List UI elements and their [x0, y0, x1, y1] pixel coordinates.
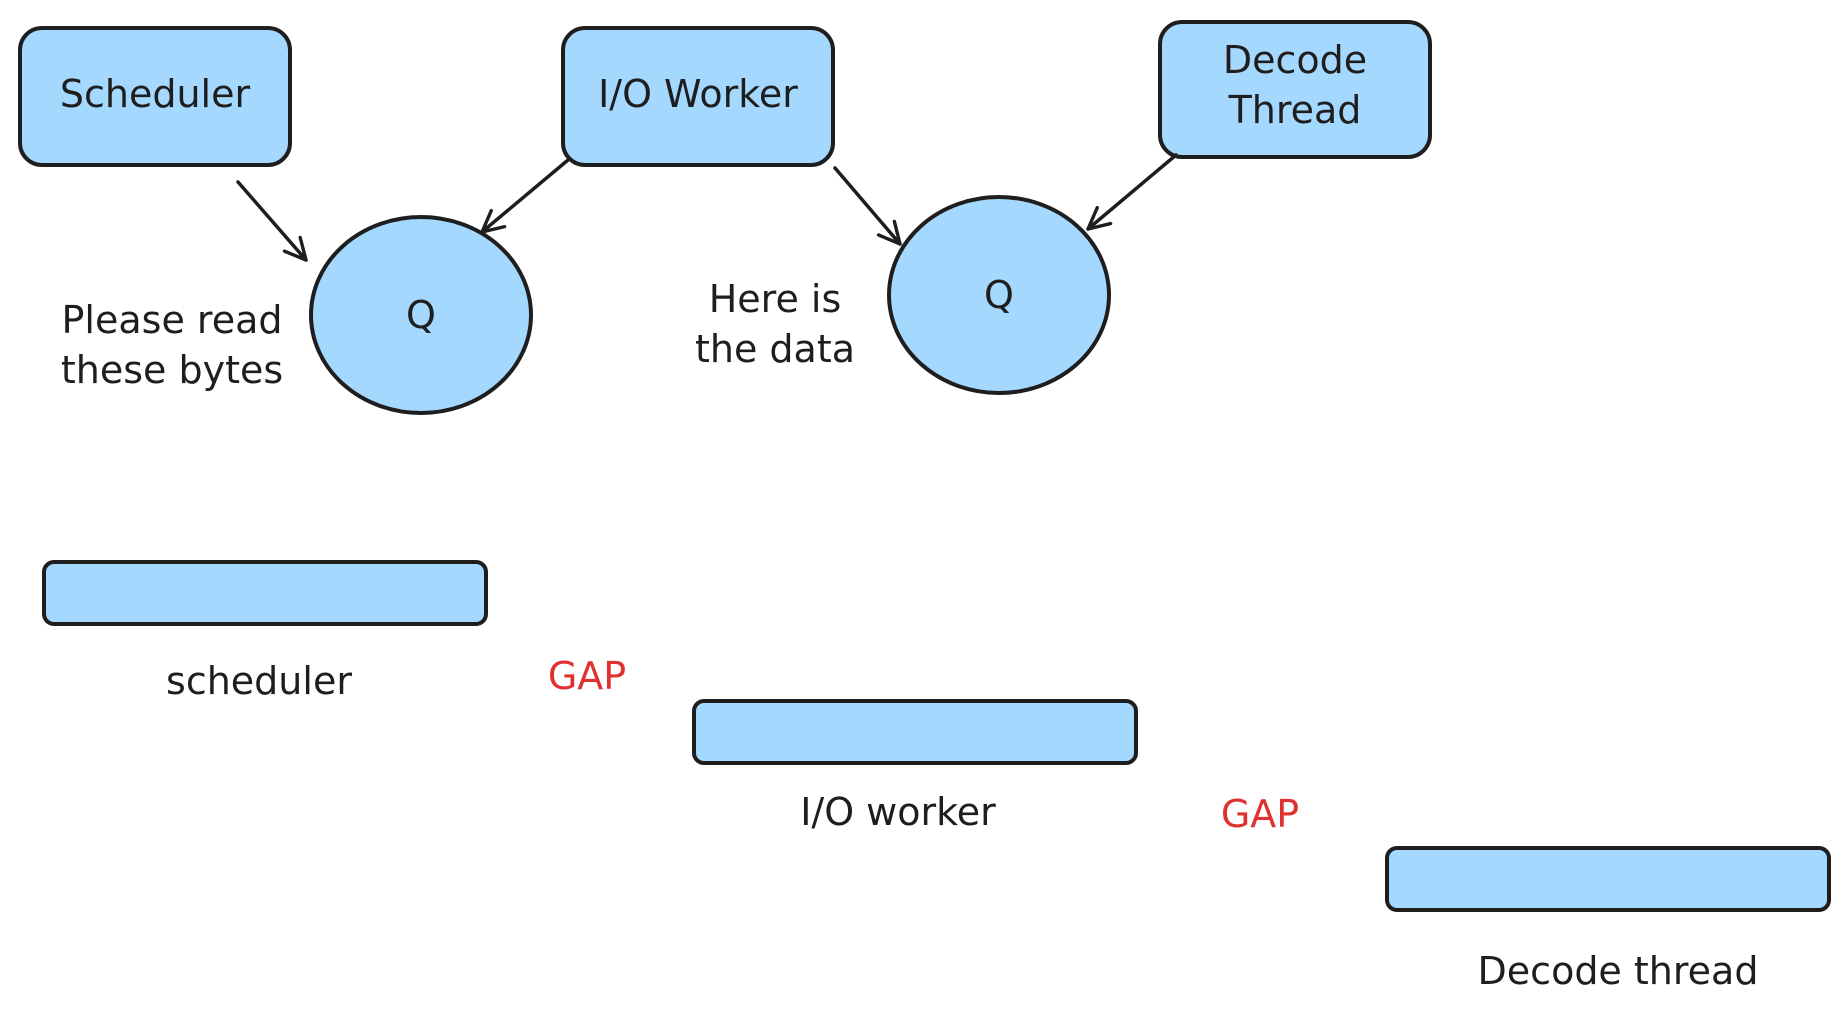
arrow-scheduler-to-request-queue — [236, 180, 308, 262]
request-queue-label: Q — [406, 293, 436, 337]
timeline-decode-thread: Decode thread — [1385, 846, 1831, 993]
request-queue: Q — [309, 215, 533, 415]
response-queue-label: Q — [984, 273, 1014, 317]
timeline-scheduler: scheduler — [42, 560, 488, 703]
decode-thread-box: Decode Thread — [1158, 20, 1432, 159]
timeline-scheduler-label: scheduler — [166, 659, 352, 703]
response-annotation-line1: Here is — [709, 277, 842, 321]
timeline-io-worker-label: I/O worker — [800, 790, 996, 834]
timeline-io-worker: I/O worker — [692, 699, 1138, 834]
response-queue: Q — [887, 195, 1111, 395]
request-annotation-line2: these bytes — [61, 348, 283, 392]
gap-label-1: GAP — [548, 654, 626, 698]
request-annotation-line1: Please read — [62, 298, 283, 342]
scheduler-box-label: Scheduler — [60, 72, 251, 116]
arrow-io-worker-to-request-queue — [480, 158, 570, 234]
gap-label-2: GAP — [1221, 792, 1299, 836]
scheduler-box: Scheduler — [18, 26, 292, 167]
io-worker-box-label: I/O Worker — [598, 72, 798, 116]
io-worker-box: I/O Worker — [561, 26, 835, 167]
decode-thread-box-label-line1: Decode — [1223, 38, 1367, 82]
arrow-io-worker-to-response-queue — [833, 166, 902, 246]
timeline-decode-thread-label: Decode thread — [1478, 949, 1759, 993]
decode-thread-box-label-line2: Thread — [1228, 88, 1362, 132]
arrow-decode-thread-to-response-queue — [1086, 153, 1178, 231]
response-annotation-line2: the data — [695, 327, 855, 371]
